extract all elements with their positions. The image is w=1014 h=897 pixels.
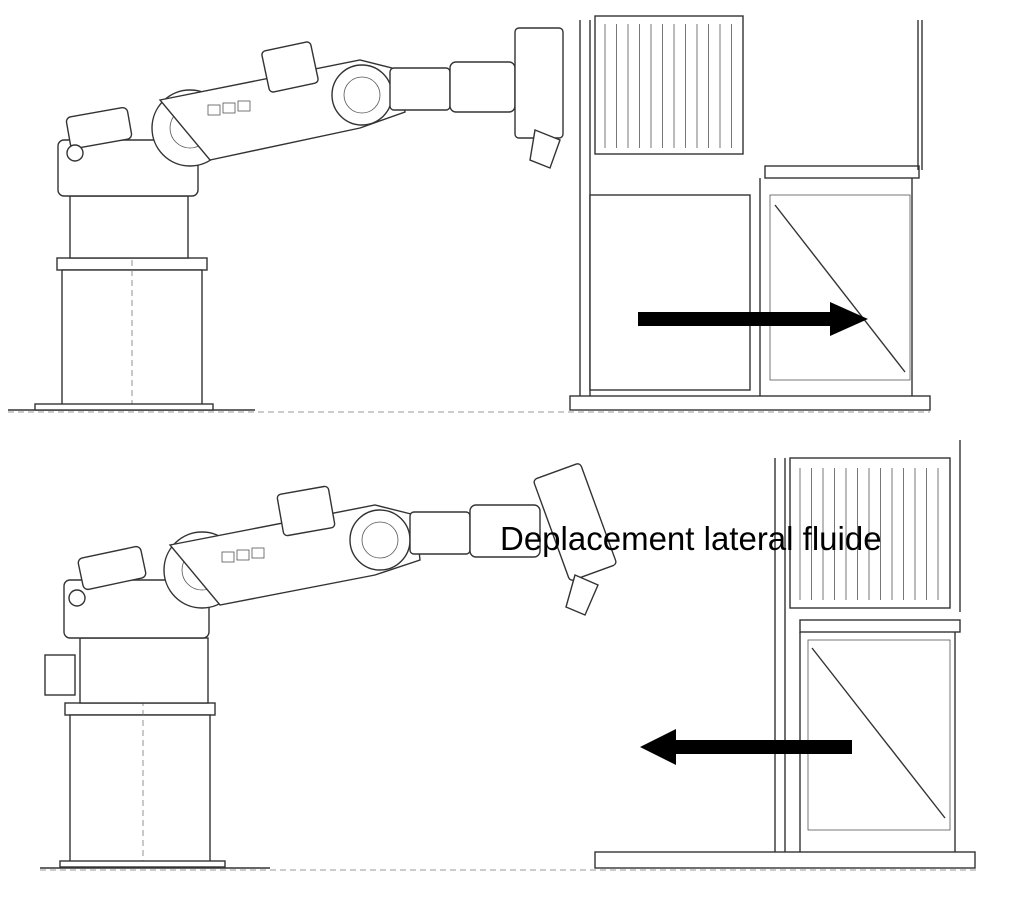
caption: Deplacement lateral fluide xyxy=(500,520,882,557)
robot-arm xyxy=(57,27,564,197)
stacking-cell xyxy=(569,15,931,411)
top-panel xyxy=(8,15,931,413)
robot-pedestal xyxy=(34,195,214,411)
robot-arm xyxy=(63,463,617,639)
robot-pedestal xyxy=(44,637,226,868)
arrow-right xyxy=(638,302,868,336)
arrow-left xyxy=(640,729,852,765)
bottom-panel xyxy=(40,440,980,871)
stacking-cell xyxy=(594,440,976,869)
